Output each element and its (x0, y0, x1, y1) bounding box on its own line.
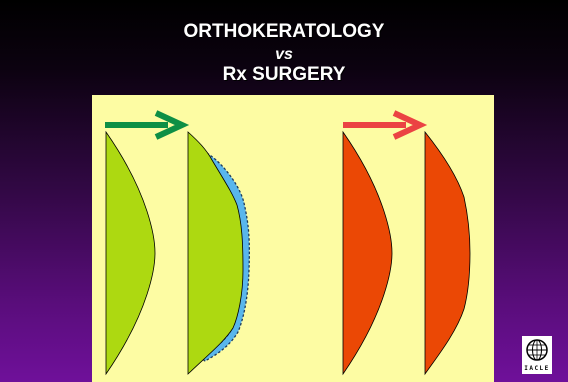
diagram-panel (92, 95, 494, 382)
surgery-cornea-after (425, 132, 470, 374)
surgery-cornea-before (343, 132, 392, 374)
iacle-logo: IACLE (522, 336, 552, 374)
logo-lettering: IACLE (522, 364, 552, 374)
slide-title-vs: vs (0, 46, 568, 64)
ortho-direction-arrow (105, 113, 182, 137)
cornea-comparison-diagram (92, 95, 494, 382)
ortho-cornea-with-lens (188, 132, 249, 374)
slide-title-line-3: Rx SURGERY (0, 64, 568, 86)
surgery-direction-arrow (343, 113, 420, 137)
slide-title-line-1: ORTHOKERATOLOGY (0, 21, 568, 43)
ortho-cornea-before (106, 132, 155, 374)
globe-icon (522, 336, 552, 364)
